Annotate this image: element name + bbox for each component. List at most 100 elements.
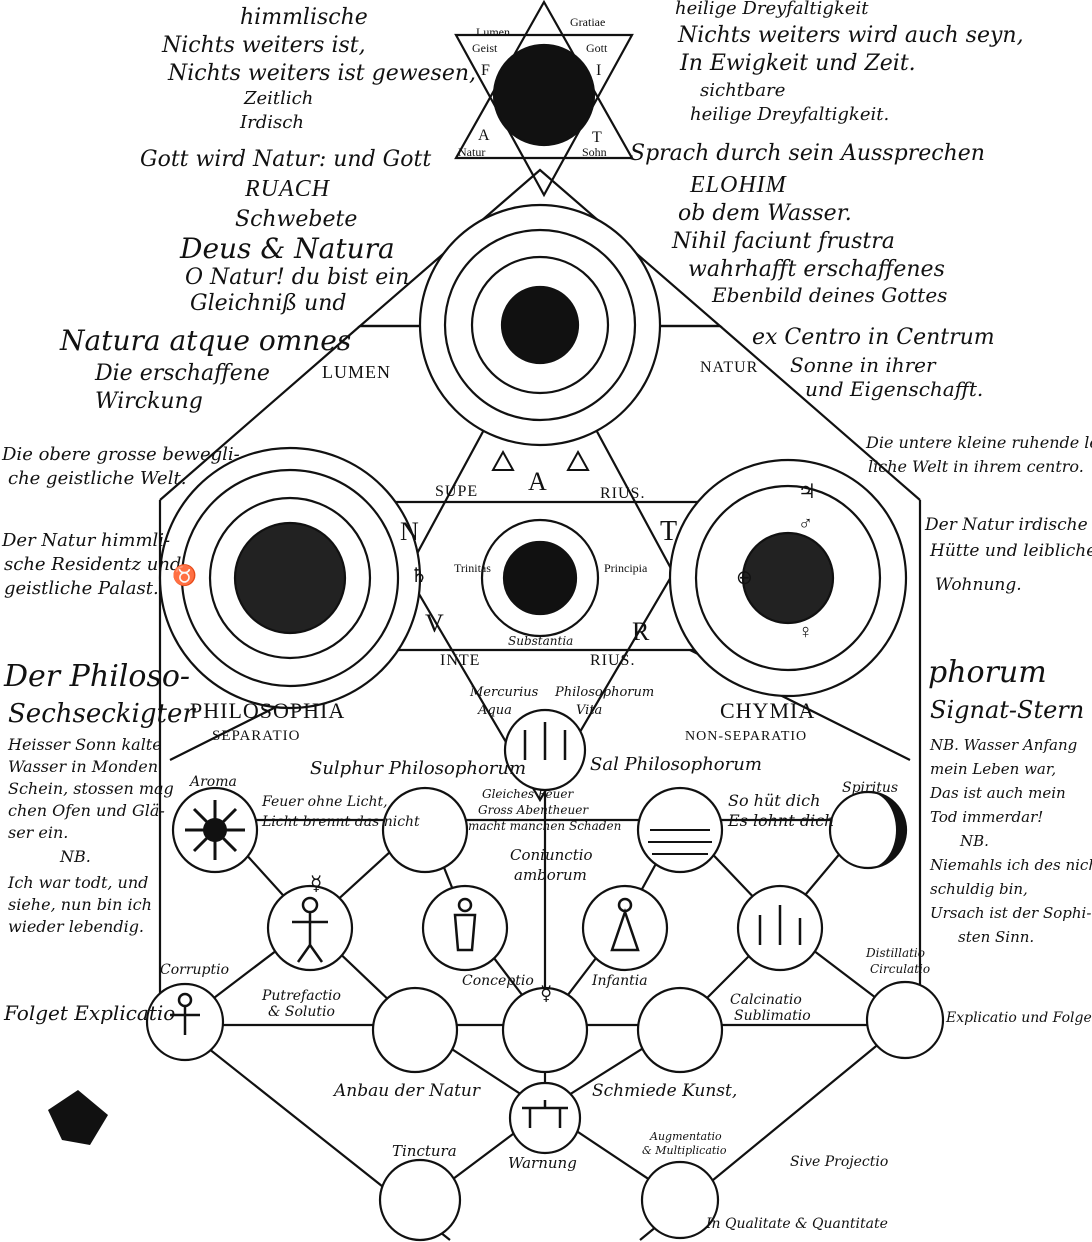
center-dark-core — [502, 540, 578, 616]
rn-5: NB. — [959, 832, 989, 850]
star-labels: Lumen Gratiae Geist Gott F I A T Natur S… — [458, 15, 608, 159]
crescent-moon-icon — [868, 792, 906, 868]
top-dark-sun — [492, 43, 596, 147]
dist-2: Circulatio — [870, 962, 930, 976]
substantia-text: Substantia — [508, 634, 573, 648]
hexagram-text: A N T V R SUPE RIUS. INTE RIUS. Trinitas… — [400, 467, 677, 669]
rn-3: Das ist auch mein — [929, 784, 1066, 802]
natur-label: NATUR — [700, 359, 758, 376]
principia-text: Principia — [604, 561, 648, 575]
ruach-text: RUACH — [244, 176, 331, 202]
star-f: F — [481, 62, 490, 79]
sprach-text: Sprach durch sein Aussprechen — [630, 141, 985, 166]
corruptio-text: Corruptio — [160, 962, 229, 978]
sun-core-icon — [203, 818, 227, 842]
mercury-symbol-top-icon: ☿ — [540, 983, 552, 1005]
ln-nb: NB. — [59, 847, 91, 866]
nihil-text: Nihil faciunt frustra — [671, 229, 895, 254]
trees-icon — [523, 722, 567, 760]
sulphur-symbol-icon: ♃ — [798, 481, 816, 503]
tr-line-1: heilige Dreyfaltigkeit — [675, 0, 869, 19]
rn-9: sten Sinn. — [958, 928, 1034, 946]
infantia-text: Infantia — [591, 973, 648, 989]
water-waves-icon — [648, 829, 712, 855]
obere-1: Die obere grosse bewegli- — [1, 444, 240, 465]
superius-2: RIUS. — [600, 485, 645, 502]
left-shoulder-line — [159, 325, 361, 501]
tl-line-2: Nichts weiters ist, — [161, 33, 366, 58]
folget-left: Folget Explicatio — [3, 1001, 175, 1025]
sun-symbol-icon: ⊖ — [736, 567, 753, 589]
star-sohn: Sohn — [582, 145, 607, 159]
star-natur: Natur — [458, 145, 485, 159]
star-gratiae: Gratiae — [570, 15, 605, 29]
ln2-1: Ich war todt, und — [7, 873, 148, 892]
ln-2: Wasser in Monden — [8, 757, 158, 776]
philosophia-text: PHILOSOPHIA — [190, 698, 345, 723]
trinitas-text: Trinitas — [454, 561, 491, 575]
rn-8: Ursach ist der Sophi- — [930, 904, 1091, 922]
star-geist: Geist — [472, 41, 498, 55]
anbau-text: Anbau der Natur — [332, 1081, 481, 1101]
chymia-text: CHYMIA — [720, 698, 815, 723]
gebet-2: Es lohnt dich — [727, 811, 834, 830]
ln-5: ser ein. — [8, 823, 68, 842]
amborum-text: amborum — [514, 866, 587, 884]
phorum-2: Signat-Stern — [930, 696, 1084, 724]
elohim-text: ELOHIM — [689, 172, 788, 198]
left-dark-core — [233, 521, 347, 635]
o-natur-1: O Natur! du bist ein — [185, 265, 409, 290]
phorum-1: phorum — [928, 655, 1047, 690]
gleich-3: macht manchen Schaden — [468, 819, 621, 833]
furnace-circle — [508, 1081, 582, 1155]
upper-left-text: Gott wird Natur: und Gott RUACH Schwebet… — [59, 147, 431, 414]
gott-wird-natur: Gott wird Natur: und Gott — [140, 147, 431, 172]
ex-centro-text: ex Centro in Centrum — [752, 325, 995, 350]
tr-line-3: In Ewigkeit und Zeit. — [679, 51, 916, 76]
saturn-symbol-icon: ♄ — [410, 565, 428, 587]
ln-3: Schein, stossen mag — [8, 779, 174, 798]
conceptio-text: Conceptio — [462, 973, 534, 989]
rn-4: Tod immerdar! — [930, 808, 1043, 826]
gleich-2: Gross Abentheuer — [478, 803, 589, 817]
erschaffene-2: Wirckung — [95, 389, 203, 414]
globe-circle — [501, 986, 589, 1074]
sal-text: Sal Philosophorum — [590, 754, 762, 775]
augment-1: Augmentatio — [649, 1130, 722, 1143]
symbols-circle — [381, 786, 469, 874]
philosophorum-text: Philosophorum — [554, 685, 654, 700]
right-shoulder-line — [719, 325, 921, 501]
upper-dark-core — [500, 285, 580, 365]
rn-1: NB. Wasser Anfang — [929, 736, 1077, 754]
obere-2: che geistliche Welt. — [8, 468, 186, 489]
figure-icons — [170, 722, 802, 1128]
hex-v: V — [425, 609, 444, 638]
right-dark-core — [741, 531, 835, 625]
non-separatio-text: NON-SEPARATIO — [685, 729, 807, 744]
tree-labels: Mercurius Aqua Philosophorum Vita — [469, 685, 654, 718]
untere-1: Die untere kleine ruhende leib- — [865, 433, 1092, 452]
erschaffene-1: Die erschaffene — [94, 361, 270, 386]
conceptio-head-icon — [457, 897, 473, 913]
mars-symbol-icon: ♂ — [798, 513, 813, 535]
infantia-circle — [581, 884, 669, 972]
dist-1: Distillatio — [865, 946, 925, 960]
hex-n: N — [400, 517, 419, 546]
tl-line-4: Zeitlich — [243, 88, 313, 109]
feuer-2: Licht brennt das nicht — [261, 814, 420, 830]
gebet-1: So hüt dich — [728, 791, 820, 810]
distillatio-circle — [865, 980, 945, 1060]
explicatio-right: Explicatio und Folget — [945, 1010, 1092, 1026]
star-gott: Gott — [586, 41, 608, 55]
tl-line-5: Irdisch — [239, 112, 304, 133]
calc-2: Sublimatio — [734, 1008, 811, 1024]
triangle-markers — [491, 449, 590, 471]
himmlisch-2: sche Residentz und — [4, 554, 181, 575]
himmlisch-1: Der Natur himmli- — [1, 530, 170, 551]
vita-text: Vita — [576, 703, 602, 718]
ln-1: Heisser Sonn kalte — [7, 735, 162, 754]
natura-atque: Natura atque omnes — [59, 324, 351, 357]
upper-right-text: Sprach durch sein Aussprechen ELOHIM ob … — [630, 141, 995, 401]
taurus-symbol-icon: ♉ — [172, 563, 197, 587]
hex-t: T — [660, 516, 677, 547]
